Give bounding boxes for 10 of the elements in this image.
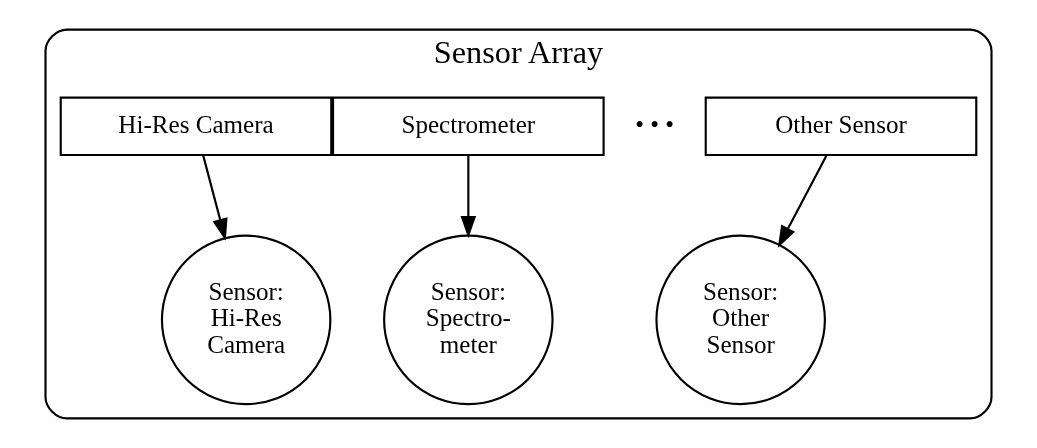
arrow [202, 155, 228, 241]
label: • • • [635, 110, 675, 138]
node-box: Spectrometer [332, 96, 605, 157]
node-box: Hi-Res Camera [59, 96, 333, 157]
arrow [777, 154, 828, 248]
node-circle: Sensor: Spectro- meter [383, 234, 554, 406]
node-circle: Sensor: Other Sensor [655, 234, 826, 406]
node-box: Other Sensor [704, 96, 978, 157]
arrow [460, 155, 477, 239]
node-circle: Sensor: Hi-Res Camera [160, 234, 332, 406]
